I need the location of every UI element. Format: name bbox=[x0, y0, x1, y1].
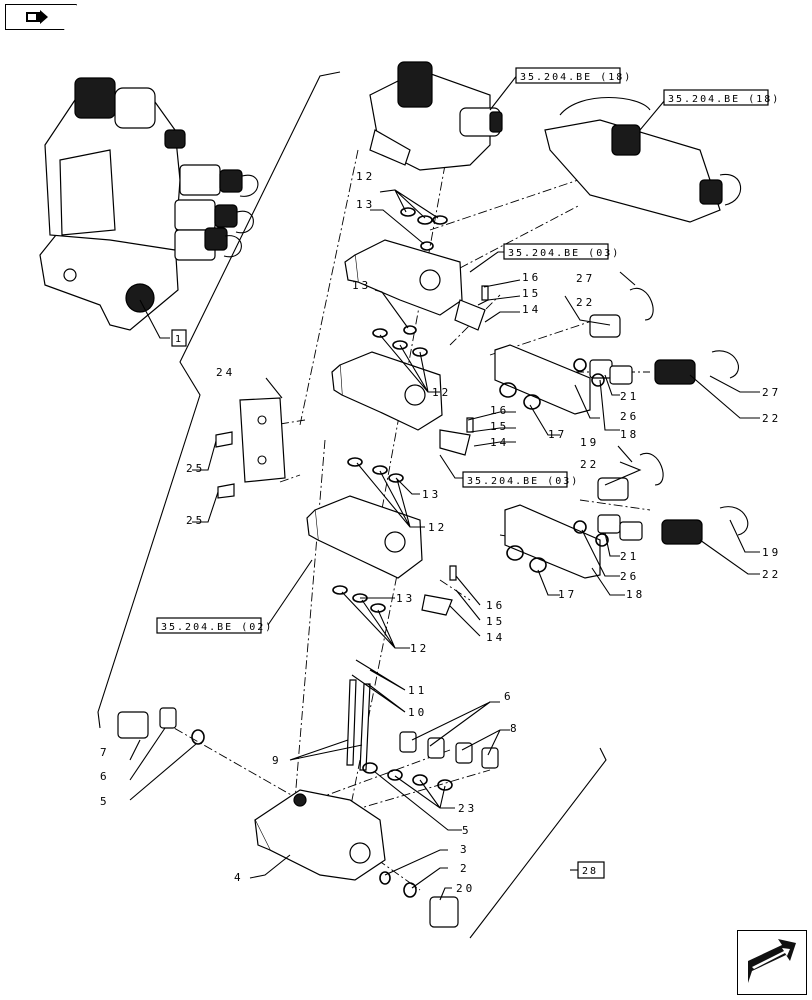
ref-box-18-top[interactable]: 35.204.BE (18) bbox=[515, 67, 632, 84]
book-arrow-icon bbox=[26, 10, 48, 24]
ref-label: 28 bbox=[582, 866, 598, 877]
part-number: 16 bbox=[522, 271, 541, 284]
ref-label: 35.204.BE (18) bbox=[668, 94, 780, 105]
part-number: 20 bbox=[456, 882, 475, 895]
part-number: 7 bbox=[100, 746, 110, 759]
coupler-row-upper bbox=[494, 287, 739, 415]
coupler-row-lower bbox=[504, 452, 749, 579]
part-number: 13 bbox=[422, 488, 441, 501]
ref-label: 35.204.BE (02) bbox=[161, 622, 273, 633]
part-number: 13 bbox=[352, 279, 371, 292]
part-number: 17 bbox=[558, 588, 577, 601]
part-number: 14 bbox=[490, 436, 509, 449]
part-number: 22 bbox=[762, 568, 781, 581]
part-number-labels: 12 13 16 15 14 27 22 13 12 21 26 17 18 2… bbox=[100, 170, 781, 895]
ref-box-02[interactable]: 35.204.BE (02) bbox=[156, 617, 273, 634]
part-number: 8 bbox=[510, 722, 520, 735]
part-number: 12 bbox=[356, 170, 375, 183]
part-number: 16 bbox=[486, 599, 505, 612]
part-number: 25 bbox=[186, 514, 205, 527]
top-section-18 bbox=[369, 61, 503, 171]
part-number: 23 bbox=[458, 802, 477, 815]
part-number: 24 bbox=[216, 366, 235, 379]
part-number: 11 bbox=[408, 684, 427, 697]
part-number: 3 bbox=[460, 843, 470, 856]
part-number: 6 bbox=[100, 770, 110, 783]
part-number: 12 bbox=[428, 521, 447, 534]
ref-box-03-upper[interactable]: 35.204.BE (03) bbox=[503, 243, 620, 260]
part-number: 15 bbox=[522, 287, 541, 300]
part-number: 17 bbox=[548, 428, 567, 441]
part-number: 6 bbox=[504, 690, 514, 703]
part-number: 19 bbox=[580, 436, 599, 449]
part-number: 12 bbox=[432, 386, 451, 399]
part-number: 13 bbox=[356, 198, 375, 211]
part-number: 13 bbox=[396, 592, 415, 605]
o-rings bbox=[191, 207, 453, 898]
next-page-button[interactable] bbox=[737, 930, 807, 995]
part-number: 5 bbox=[100, 795, 110, 808]
ref-label: 1 bbox=[175, 334, 183, 345]
part-number: 21 bbox=[620, 550, 639, 563]
ref-box-18-side[interactable]: 35.204.BE (18) bbox=[663, 89, 780, 106]
part-number: 27 bbox=[762, 386, 781, 399]
part-number: 19 bbox=[762, 546, 781, 559]
ref-box-kit[interactable]: 28 bbox=[577, 861, 605, 879]
part-number: 25 bbox=[186, 462, 205, 475]
tie-rods-9 bbox=[346, 679, 371, 771]
part-number: 26 bbox=[620, 570, 639, 583]
ref-label: 35.204.BE (03) bbox=[467, 476, 579, 487]
next-page-arrow-icon bbox=[748, 939, 796, 983]
side-section-18 bbox=[544, 97, 742, 223]
assembled-valve-illustration bbox=[39, 77, 259, 331]
ref-label: 35.204.BE (18) bbox=[520, 72, 632, 83]
ref-box-assembly[interactable]: 1 bbox=[171, 329, 187, 347]
part-number: 12 bbox=[410, 642, 429, 655]
part-number: 21 bbox=[620, 390, 639, 403]
part-number: 22 bbox=[580, 458, 599, 471]
inlet-body-4 bbox=[254, 789, 386, 881]
part-number: 9 bbox=[272, 754, 282, 767]
part-number: 2 bbox=[460, 862, 470, 875]
bracket-lines bbox=[97, 71, 607, 939]
part-number: 22 bbox=[762, 412, 781, 425]
part-number: 26 bbox=[620, 410, 639, 423]
bracket-plate-24 bbox=[215, 397, 286, 499]
part-number: 22 bbox=[576, 296, 595, 309]
part-number: 4 bbox=[234, 871, 244, 884]
part-number: 16 bbox=[490, 404, 509, 417]
part-number: 15 bbox=[486, 615, 505, 628]
part-number: 14 bbox=[486, 631, 505, 644]
part-number: 10 bbox=[408, 706, 427, 719]
part-number: 27 bbox=[576, 272, 595, 285]
part-number: 18 bbox=[626, 588, 645, 601]
section-valve-02 bbox=[306, 495, 453, 616]
ref-label: 35.204.BE (03) bbox=[508, 248, 620, 259]
ref-box-03-lower[interactable]: 35.204.BE (03) bbox=[462, 471, 579, 488]
part-number: 14 bbox=[522, 303, 541, 316]
part-number: 15 bbox=[490, 420, 509, 433]
part-number: 18 bbox=[620, 428, 639, 441]
section-valve-03-upper bbox=[344, 239, 486, 331]
plugs-and-fittings bbox=[117, 285, 499, 928]
top-nav-button[interactable] bbox=[5, 4, 77, 30]
section-valve-03-lower bbox=[331, 351, 471, 456]
part-number: 5 bbox=[462, 824, 472, 837]
